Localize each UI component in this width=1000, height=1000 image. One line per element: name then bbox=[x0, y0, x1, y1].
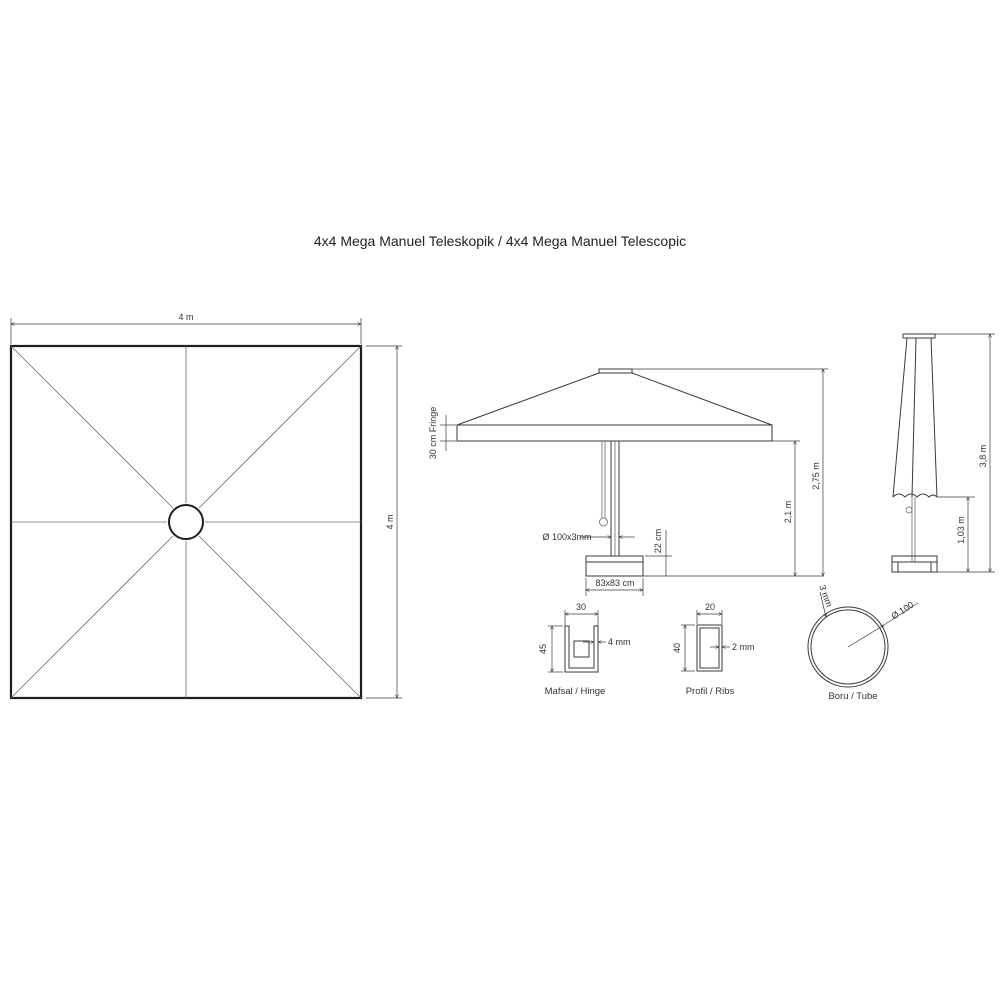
hinge-profile bbox=[564, 625, 599, 673]
hinge-caption: Mafsal / Hinge bbox=[545, 686, 606, 697]
top-width-label: 4 m bbox=[178, 312, 193, 322]
side-view: 30 cm Fringe Ø 100x3mm 22 cm 83x83 cm 2,… bbox=[428, 369, 828, 596]
folded-view: 1,03 m 3,8 m bbox=[891, 333, 995, 572]
base-size-label: 83x83 cm bbox=[595, 578, 634, 588]
tube-inner bbox=[810, 609, 886, 685]
ribs-detail: 20 40 2 mm Profil / Ribs bbox=[672, 602, 755, 697]
canopy-seam bbox=[10, 345, 174, 509]
pole-diameter-label: Ø 100x3mm bbox=[542, 532, 591, 542]
tube-diameter-leader bbox=[847, 625, 884, 648]
canopy-seam bbox=[198, 345, 362, 509]
top-view: 4 m 4 m bbox=[9, 312, 402, 700]
folded-bottom-label: 1,03 m bbox=[956, 516, 966, 544]
center-hub bbox=[168, 504, 204, 540]
ribs-thickness-label: 2 mm bbox=[732, 642, 755, 652]
canopy-seam bbox=[10, 535, 174, 699]
tube-detail: Ø 100 3 mm Boru / Tube bbox=[807, 584, 919, 702]
ribs-height-label: 40 bbox=[672, 643, 682, 653]
base-plate bbox=[585, 555, 644, 563]
tube-outer bbox=[807, 606, 889, 688]
tube-thickness-label: 3 mm bbox=[817, 584, 834, 609]
ribs-profile-outer bbox=[696, 624, 723, 672]
canopy-roof bbox=[456, 372, 773, 426]
top-height-label: 4 m bbox=[385, 514, 395, 529]
fringe-label: 30 cm Fringe bbox=[428, 407, 438, 460]
crank-handle bbox=[599, 517, 608, 527]
base-height-label: 22 cm bbox=[653, 529, 663, 554]
tube-caption: Boru / Tube bbox=[828, 691, 877, 702]
tube-thickness-leader bbox=[819, 591, 826, 617]
finial bbox=[598, 368, 633, 374]
hinge-detail: 30 45 4 mm Mafsal / Hinge bbox=[538, 602, 631, 697]
tube-diameter-label: Ø 100 bbox=[889, 600, 915, 622]
ribs-profile-inner bbox=[699, 627, 720, 669]
folded-base bbox=[891, 555, 938, 563]
ribs-width-label: 20 bbox=[705, 602, 715, 612]
folded-canopy bbox=[892, 337, 938, 498]
drawing-title: 4x4 Mega Manuel Teleskopik / 4x4 Mega Ma… bbox=[314, 233, 686, 249]
folded-total-label: 3,8 m bbox=[978, 445, 988, 468]
hinge-height-label: 45 bbox=[538, 644, 548, 654]
canopy-fringe bbox=[456, 424, 773, 442]
hinge-thickness-label: 4 mm bbox=[608, 637, 631, 647]
clearance-label: 2,1 m bbox=[783, 501, 793, 524]
canopy-seam bbox=[198, 535, 362, 699]
base-block bbox=[585, 561, 644, 577]
hinge-width-label: 30 bbox=[576, 602, 586, 612]
folded-finial bbox=[902, 333, 936, 339]
total-height-label: 2,75 m bbox=[811, 462, 821, 490]
ribs-caption: Profil / Ribs bbox=[686, 686, 735, 697]
